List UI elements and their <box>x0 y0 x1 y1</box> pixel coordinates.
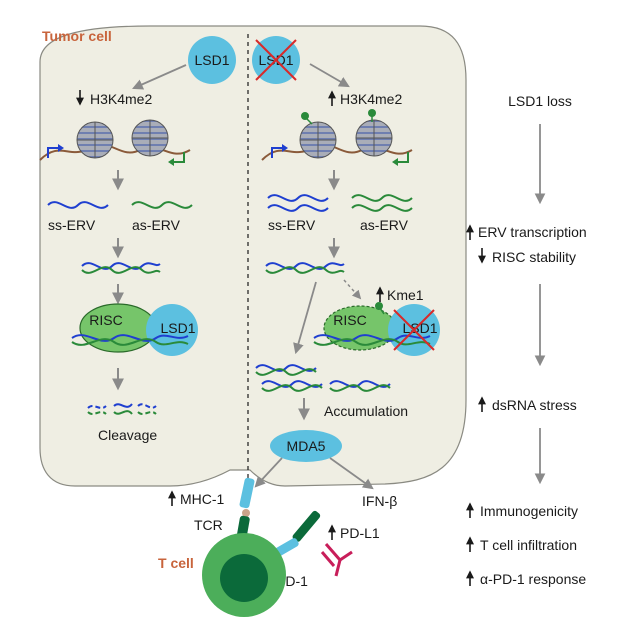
ss-erv-right-label: ss-ERV <box>268 217 316 233</box>
t-cell-nucleus <box>220 554 268 602</box>
arrow-right-dotted-to-risc <box>343 279 362 300</box>
pdl1-antibody-icon <box>320 543 353 577</box>
tumor-cell-label: Tumor cell <box>42 28 112 44</box>
cascade-step-6: α-PD-1 response <box>480 571 586 587</box>
lsd1-right-cross-icon <box>255 39 297 81</box>
arrow-right-lsd1 <box>309 63 350 88</box>
ss-erv-wave-left <box>47 201 109 209</box>
dsrna-risc-right <box>313 334 431 346</box>
as-erv-left-label: as-ERV <box>132 217 181 233</box>
t-cell-label: T cell <box>158 555 194 571</box>
methyl-mark-2 <box>368 109 376 122</box>
lsd1-risc-left-label: LSD1 <box>160 320 195 336</box>
tcr-label: TCR <box>194 517 223 533</box>
as-erv-wave-left <box>131 201 193 209</box>
lsd1-risc-right-cross-icon <box>393 309 435 351</box>
nucleosome-right-2 <box>355 119 393 157</box>
accumulation-label: Accumulation <box>324 403 408 419</box>
pd1-stalk <box>273 538 299 557</box>
arrow-left-lsd1 <box>132 64 187 90</box>
promoter-arrow-right-green <box>396 152 409 163</box>
cascade-step-5: T cell infiltration <box>480 537 577 553</box>
risc-left-label: RISC <box>89 312 122 328</box>
kme1-mark <box>375 302 385 315</box>
mda5-label: MDA5 <box>287 438 326 454</box>
kme1-label: Kme1 <box>387 287 424 303</box>
ss-erv-left-label: ss-ERV <box>48 217 96 233</box>
mda5-oval <box>270 430 342 462</box>
nucleosome-left-1 <box>76 121 114 159</box>
risc-right-label: RISC <box>333 312 366 328</box>
mhc1-label: MHC-1 <box>180 491 225 507</box>
h3k4me2-left-label: H3K4me2 <box>90 91 152 107</box>
promoter-arrow-left-blue <box>47 147 60 158</box>
mhc-tcr-junction <box>242 509 250 517</box>
cleaved-rna <box>87 403 157 415</box>
pdl1-stalk <box>292 510 321 542</box>
ifn-b-label: IFN-β <box>362 493 397 509</box>
lsd1-left-label: LSD1 <box>194 52 229 68</box>
promoter-arrow-right-blue <box>271 147 284 158</box>
as-erv-right-label: as-ERV <box>360 217 409 233</box>
dna-strand-left <box>39 143 191 161</box>
dsrna-risc-left <box>71 334 189 346</box>
as-erv-wave-right <box>351 194 413 212</box>
nucleosome-right-1 <box>299 121 337 159</box>
arrow-mda5-to-ifnb <box>329 457 374 490</box>
nucleosome-left-2 <box>131 119 169 157</box>
cascade-step-4: Immunogenicity <box>480 503 578 519</box>
h3k4me2-right-label: H3K4me2 <box>340 91 402 107</box>
lsd1-left-circle <box>188 36 236 84</box>
mhc1-receptor <box>239 477 255 509</box>
ss-erv-wave-right <box>267 194 329 212</box>
accumulated-dsrna <box>255 364 391 392</box>
cascade-step-1: LSD1 loss <box>508 93 572 109</box>
cleavage-label: Cleavage <box>98 427 157 443</box>
pdl1-label: PD-L1 <box>340 525 380 541</box>
methyl-mark-1 <box>301 112 313 125</box>
arrow-right-dsrna-to-accumulation <box>293 281 317 355</box>
promoter-arrow-left-green <box>172 152 185 163</box>
cascade-step-2a: ERV transcription <box>478 224 587 240</box>
dsrna-right <box>265 262 345 274</box>
cascade-step-3: dsRNA stress <box>492 397 577 413</box>
cascade-step-2b: RISC stability <box>492 249 576 265</box>
dsrna-left <box>81 262 161 274</box>
arrow-mda5-to-mhc <box>254 457 283 488</box>
